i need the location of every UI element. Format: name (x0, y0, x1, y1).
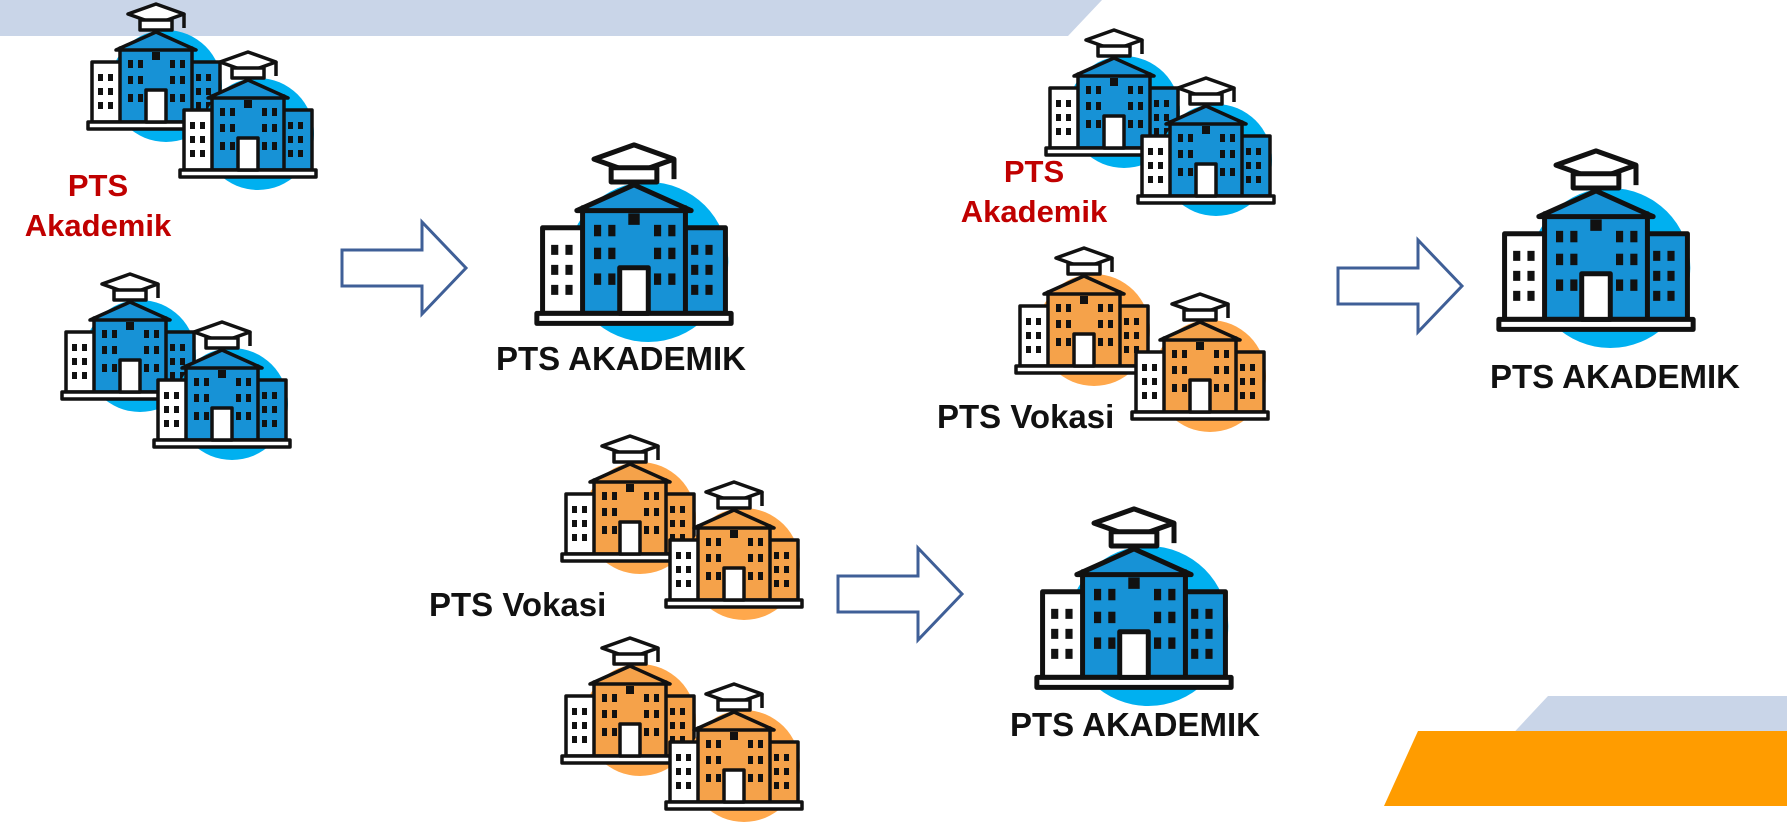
label-line: Akademik (960, 194, 1108, 229)
university-icon (152, 320, 292, 460)
university-icon (178, 50, 318, 190)
label-pts-akademik-result: PTS AKADEMIK (1010, 706, 1260, 743)
label-line: PTS (67, 168, 129, 203)
university-icon (1496, 148, 1696, 348)
label-pts-akademik-red: PTS Akademik (0, 166, 196, 246)
label-pts-vokasi: PTS Vokasi (429, 586, 607, 623)
top-banner (0, 0, 1102, 36)
university-icon (1034, 506, 1234, 706)
arrow-right-icon (836, 544, 966, 644)
university-icon (1136, 76, 1276, 216)
university-icon (534, 142, 734, 342)
label-pts-vokasi: PTS Vokasi (937, 398, 1115, 435)
label-line: PTS (1003, 154, 1065, 189)
arrow-right-icon (340, 218, 470, 318)
label-pts-akademik-result: PTS AKADEMIK (1490, 358, 1740, 395)
bottom-banner-orange (1384, 731, 1787, 806)
university-icon (664, 480, 804, 620)
label-pts-akademik-red: PTS Akademik (934, 152, 1134, 232)
university-icon (664, 682, 804, 822)
arrow-right-icon (1336, 236, 1466, 336)
label-line: Akademik (24, 208, 172, 243)
university-icon (1130, 292, 1270, 432)
label-pts-akademik-result: PTS AKADEMIK (496, 340, 746, 377)
